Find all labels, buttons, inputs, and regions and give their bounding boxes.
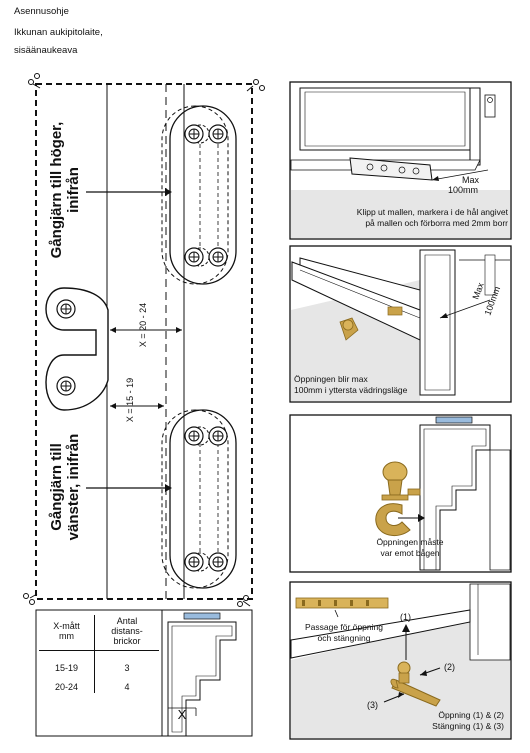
title-line-3: sisäänaukeava xyxy=(14,45,78,56)
p4-passage-label: Passage för öppning och stängning xyxy=(305,622,383,643)
p1-max-1: Max xyxy=(462,175,480,185)
panel-3-orientation xyxy=(289,414,512,573)
panel-4-operation: (1) (2) (3) xyxy=(289,581,512,740)
panel-2-opening: Max 100mm xyxy=(289,245,512,403)
p3-caption: Öppningen måste var emot bågen xyxy=(376,537,444,558)
p4-caption: Öppning (1) & (2) Stängning (1) & (3) xyxy=(432,710,504,731)
section-detail: X xyxy=(35,609,253,737)
scissors-icon xyxy=(23,73,265,607)
p1-caption: Klipp ut mallen, markera i de hål angive… xyxy=(356,207,508,228)
title-line-1: Asennusohje xyxy=(14,6,69,17)
lower-slot-group xyxy=(161,409,237,589)
x-symbol: X xyxy=(178,707,187,722)
hinge-left-label: Gångjärn till vänster, inifrån xyxy=(48,433,82,541)
step-1-label: (1) xyxy=(400,612,411,622)
col-count-header: Antal distans- brickor xyxy=(94,615,159,651)
step-2-label: (2) xyxy=(444,662,455,672)
upper-slot-group xyxy=(161,105,237,285)
p2-caption: Öppningen blir max 100mm i yttersta vädr… xyxy=(294,374,408,395)
panel-1-drill: Max 100mm xyxy=(289,81,512,240)
cut-out-template: X = 20 - 24 X = 15 - 19 xyxy=(23,73,265,607)
dim-upper-label: X = 20 - 24 xyxy=(138,303,148,347)
bracket-template xyxy=(45,287,109,411)
dim-lower-label: X = 15 - 19 xyxy=(125,378,135,422)
p1-max-2: 100mm xyxy=(448,185,478,195)
table-row: 20-24 4 xyxy=(39,674,159,693)
stay-brass-icon xyxy=(375,461,421,537)
table-row: 15-19 3 xyxy=(39,650,159,674)
hinge-right-label: Gångjärn till höger, inifrån xyxy=(48,121,82,259)
title-line-2: Ikkunan aukipitolaite, xyxy=(14,27,103,38)
step-3-label: (3) xyxy=(367,700,378,710)
spacer-table: X-mått mm Antal distans- brickor 15-19 3… xyxy=(39,615,159,693)
col-x-header: X-mått mm xyxy=(39,615,96,651)
